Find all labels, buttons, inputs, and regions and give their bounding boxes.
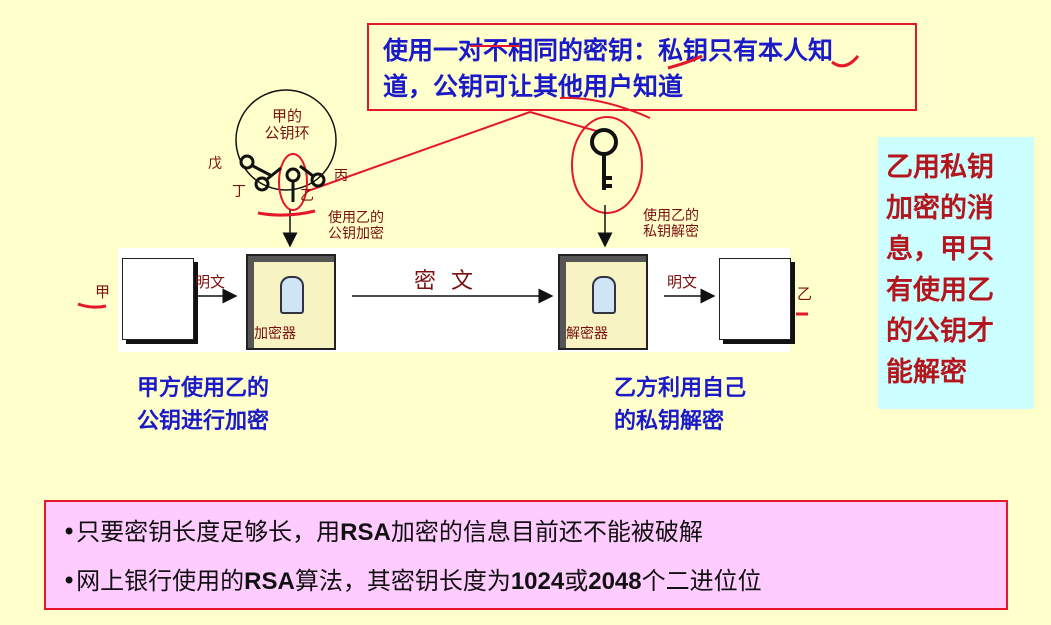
plaintext-document-receiver: [719, 258, 791, 340]
lock-icon: [280, 276, 304, 314]
decrypt-key-label: 使用乙的 私钥解密: [643, 208, 699, 240]
callout-box: 使用一对不相同的密钥：私钥只有本人知 道，公钥可让其他用户知道: [367, 23, 917, 111]
key-label-yi: 乙: [300, 188, 314, 204]
side-note-line-4: 有使用乙: [886, 275, 994, 306]
pointer-line-public: [304, 111, 531, 193]
caption-right: 乙方利用自己 的私钥解密: [614, 376, 747, 434]
side-note-line-2: 加密的消: [886, 193, 994, 224]
plaintext-out-label: 明文: [667, 273, 698, 291]
encryptor-box: 加密器: [246, 254, 336, 350]
notes-box: •只要密钥长度足够长，用RSA加密的信息目前还不能被破解 •网上银行使用的RSA…: [44, 500, 1008, 610]
side-note-line-5: 的公钥才: [886, 316, 994, 347]
callout-line-1: 使用一对不相同的密钥：私钥只有本人知: [383, 36, 834, 65]
side-note-line-6: 能解密: [886, 357, 967, 388]
decryptor-box: 解密器: [558, 254, 648, 350]
keyring-label: 甲的 公钥环: [264, 107, 310, 142]
ring-keys-icon: [239, 154, 326, 202]
decryptor-label: 解密器: [566, 326, 608, 342]
lock-icon: [592, 276, 616, 314]
note-line-1: •只要密钥长度足够长，用RSA加密的信息目前还不能被破解: [62, 518, 703, 546]
encrypt-key-label: 使用乙的 公钥加密: [328, 210, 384, 242]
note-line-2: •网上银行使用的RSA算法，其密钥长度为1024或2048个二进位位: [62, 567, 762, 595]
key-label-bing: 丙: [334, 168, 348, 184]
side-note-line-3: 息，甲只: [886, 234, 994, 265]
key-label-ding: 丁: [232, 184, 246, 200]
callout-line-2: 道，公钥可让其他用户知道: [383, 72, 684, 101]
pointer-line-private: [529, 111, 601, 133]
encryptor-label: 加密器: [254, 326, 296, 342]
receiver-label: 乙: [797, 285, 813, 303]
side-note: 乙用私钥 加密的消 息，甲只 有使用乙 的公钥才 能解密: [878, 137, 1034, 409]
keyring-circle: [235, 89, 337, 191]
sender-label: 甲: [95, 283, 111, 301]
private-key-icon: [590, 128, 618, 190]
key-label-wu: 戊: [208, 156, 222, 172]
public-key-highlight: [278, 153, 308, 211]
ciphertext-label: 密 文: [414, 269, 477, 294]
private-key-highlight: [571, 116, 643, 214]
caption-left: 甲方使用乙的 公钥进行加密: [137, 376, 270, 434]
plaintext-document-sender: [122, 258, 194, 340]
plaintext-in-label: 明文: [195, 273, 226, 291]
side-note-line-1: 乙用私钥: [886, 152, 994, 183]
